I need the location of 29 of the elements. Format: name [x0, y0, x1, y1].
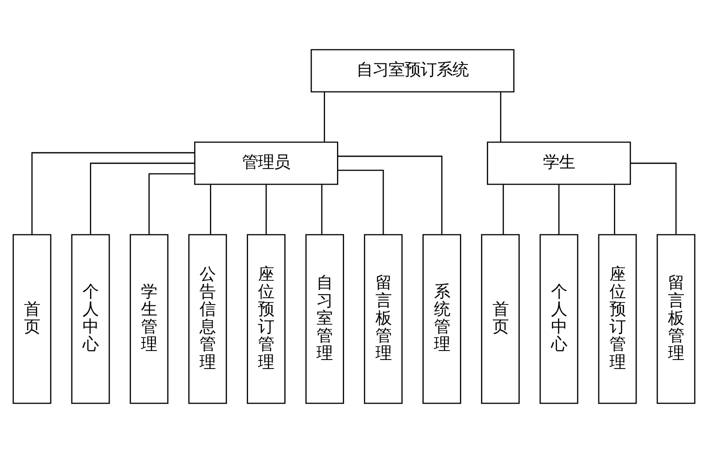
- node-box: 留言板管理: [656, 234, 696, 404]
- node-box: 管理员: [194, 141, 338, 184]
- node-box: 公告信息管理: [188, 234, 227, 404]
- connector: [338, 155, 442, 234]
- connector: [324, 92, 326, 142]
- node-box: 自习室预订系统: [310, 48, 514, 92]
- connector: [558, 184, 560, 234]
- node-box: 首页: [481, 234, 520, 404]
- node-box: 系统管理: [422, 234, 462, 404]
- connector: [338, 169, 384, 234]
- connector: [502, 184, 504, 234]
- node-box: 自习室管理: [305, 234, 344, 404]
- connector: [31, 152, 195, 234]
- node-box: 学生: [486, 141, 631, 184]
- connector: [210, 184, 212, 234]
- connector: [500, 92, 502, 142]
- connector: [614, 184, 616, 234]
- node-box: 座位预订管理: [598, 234, 637, 404]
- node-box: 首页: [12, 234, 52, 404]
- connector: [148, 172, 195, 234]
- node-box: 留言板管理: [364, 234, 403, 404]
- connector: [630, 162, 677, 234]
- connector: [266, 184, 267, 234]
- node-box: 个人中心: [540, 234, 578, 404]
- node-box: 学生管理: [130, 234, 168, 404]
- node-box: 座位预订管理: [246, 234, 286, 404]
- connector: [90, 162, 195, 234]
- connector: [321, 184, 322, 234]
- node-box: 个人中心: [71, 234, 110, 404]
